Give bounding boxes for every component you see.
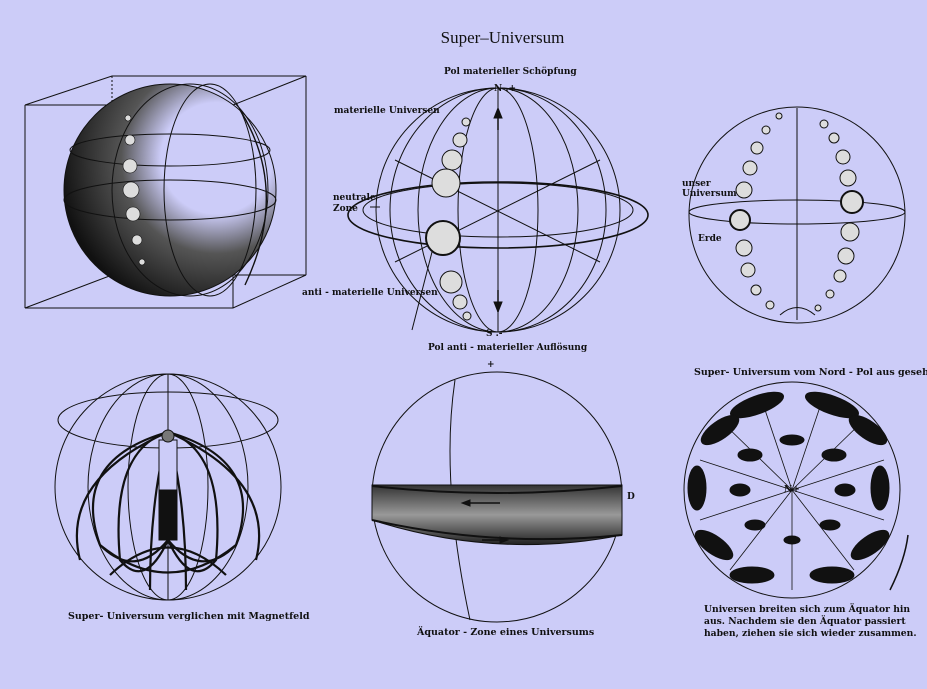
label-neutrale: neutrale xyxy=(333,193,376,203)
label-universum: Universum xyxy=(682,189,737,199)
label-n-center: N+ xyxy=(784,485,800,495)
side-view-sphere-figure xyxy=(688,106,906,324)
main-sphere-figure xyxy=(347,87,649,333)
magnetic-field-sphere-figure xyxy=(54,373,282,601)
label-plus: + xyxy=(487,360,495,370)
label-anti-materielle-universen: anti - materielle Universen xyxy=(302,288,438,298)
label-south-minus: S .- xyxy=(486,329,503,339)
label-erde: Erde xyxy=(698,234,722,244)
caption-universen-breiten: Universen breiten sich zum Äquator hin a… xyxy=(704,604,917,639)
caption-nordpol: Super- Universum vom Nord - Pol aus gese… xyxy=(694,367,927,378)
label-unser: unser xyxy=(682,179,711,189)
label-pol-schoepfung: Pol materieller Schöpfung xyxy=(444,67,577,77)
caption-aequator-zone: Äquator - Zone eines Universums xyxy=(417,627,595,638)
caption-magnetfeld: Super- Universum verglichen mit Magnetfe… xyxy=(68,611,310,622)
rotation-arrow xyxy=(889,534,909,591)
equator-zone-sphere-figure xyxy=(371,371,623,623)
label-pol-aufloesung: Pol anti - materieller Auflösung xyxy=(428,343,588,353)
label-d: D xyxy=(627,492,635,502)
sphere-in-cube-figure xyxy=(24,75,307,309)
label-materielle-universen: materielle Universen xyxy=(334,106,440,116)
page-title: Super–Universum xyxy=(440,28,565,47)
north-pole-view-sphere-figure xyxy=(683,381,901,599)
label-north-plus: N .+ xyxy=(494,84,517,94)
label-zone: Zone xyxy=(333,204,358,214)
